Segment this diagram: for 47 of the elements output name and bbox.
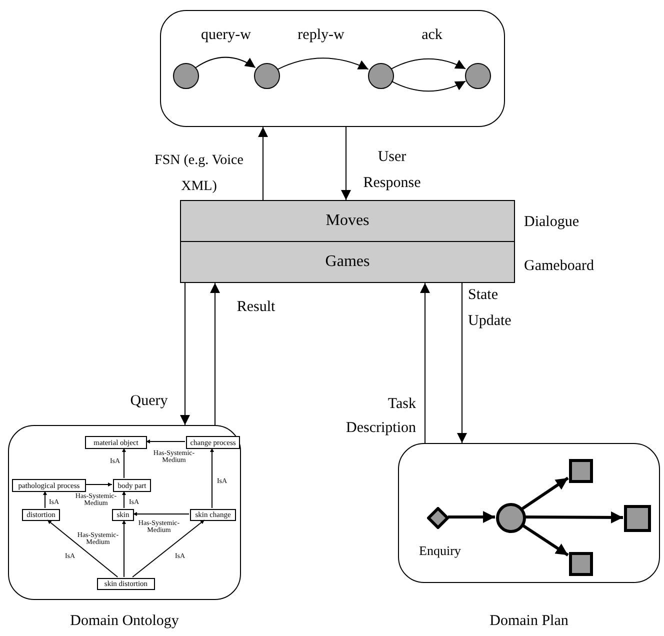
- plan-square: [569, 459, 593, 483]
- edge-label: User Response: [362, 148, 422, 193]
- arrow: [258, 126, 268, 200]
- plan-diamond: [427, 507, 449, 529]
- arrow: [341, 126, 351, 200]
- arrow: [43, 490, 47, 508]
- rounded-panel: [160, 10, 505, 127]
- arrow: [525, 511, 623, 524]
- arrow: [210, 282, 220, 426]
- edge-label: Query: [129, 392, 169, 411]
- edge-label: Task Description: [345, 395, 416, 438]
- edge-label: State Update: [468, 286, 512, 331]
- arrow: [180, 282, 190, 426]
- arrow: [122, 448, 126, 478]
- arrow: [195, 56, 256, 68]
- node-caption: Enquiry: [418, 542, 462, 560]
- node-caption: Domain Plan: [488, 612, 570, 631]
- plan-square: [624, 505, 651, 532]
- rounded-panel: [398, 443, 660, 583]
- arrow: [132, 520, 205, 578]
- edge-label: Result: [236, 298, 276, 317]
- edge-label: FSN (e.g. Voice XML): [154, 152, 244, 196]
- plan-square: [569, 552, 593, 576]
- arrow: [522, 524, 569, 556]
- edge-label: query-w: [200, 26, 252, 45]
- gameboard-section-label: Games: [325, 252, 370, 272]
- arrow: [522, 476, 569, 510]
- arrow: [84, 482, 112, 486]
- gameboard-section-label: Moves: [326, 211, 370, 231]
- rounded-panel: [8, 425, 241, 600]
- arrow: [146, 440, 186, 444]
- arrow: [457, 282, 467, 444]
- edge-label: ack: [420, 26, 444, 45]
- arrow: [390, 58, 466, 70]
- node-caption: Domain Ontology: [69, 612, 180, 631]
- gameboard-box: [180, 200, 515, 283]
- arrow: [132, 512, 190, 516]
- arrow: [390, 80, 466, 92]
- arrow: [46, 520, 118, 578]
- node-caption: Dialogue Gameboard: [524, 213, 595, 276]
- arrow: [210, 448, 214, 508]
- arrow: [448, 511, 495, 523]
- arrow: [420, 282, 430, 444]
- arrow: [277, 58, 369, 70]
- edge-label: reply-w: [296, 26, 346, 45]
- arrow: [122, 520, 126, 578]
- arrow: [122, 490, 126, 508]
